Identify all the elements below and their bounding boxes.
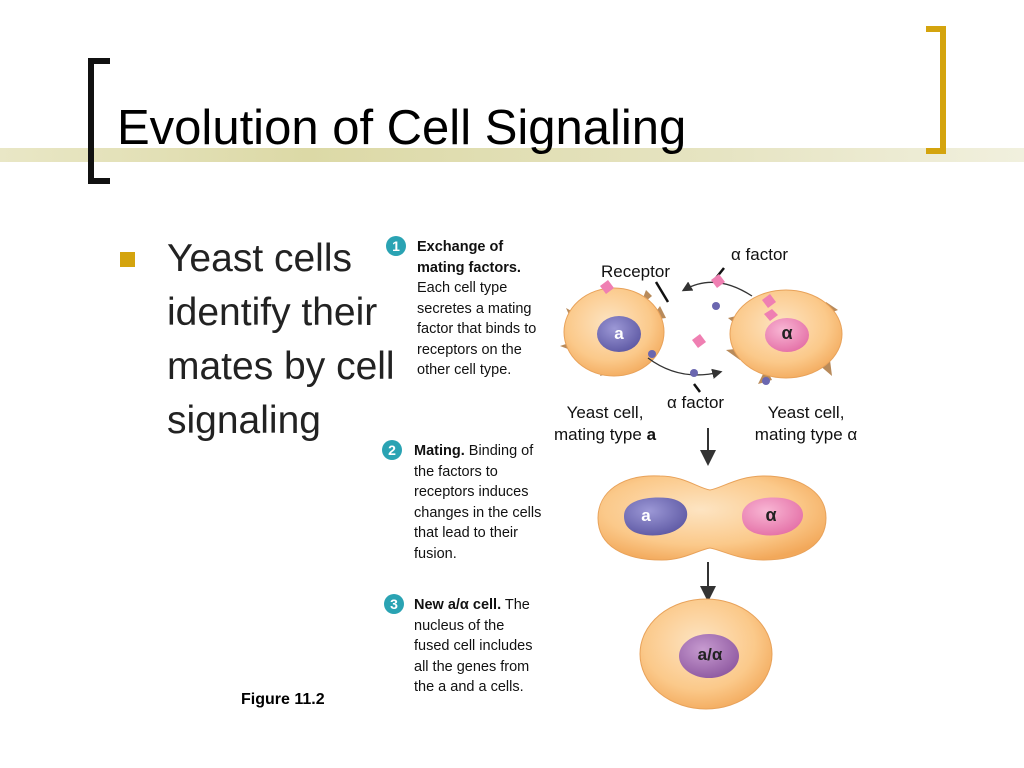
cell-alpha-label-line1: Yeast cell,: [767, 403, 845, 422]
figure-caption: Figure 11.2: [241, 691, 325, 708]
step-2-text: Mating. Binding of the factors to recept…: [414, 441, 546, 564]
step-1-heading: Exchange of mating factors.: [417, 239, 521, 276]
title-band: [0, 148, 1024, 162]
nucleus-alpha: [765, 318, 809, 352]
fusing-nucleus-a-text: a: [641, 506, 651, 525]
alpha-factor-pointer-bottom: [693, 383, 701, 393]
nucleus-a-text: a: [614, 324, 624, 343]
step-1-text: Exchange of mating factors. Each cell ty…: [417, 237, 547, 381]
nucleus-alpha-text: α: [781, 323, 793, 343]
alpha-factor-label-bottom: α factor: [667, 393, 725, 412]
right-bracket-decoration: [926, 26, 946, 154]
step-1-body: Each cell type secretes a mating factor …: [417, 280, 537, 378]
fused-nucleus: [679, 634, 739, 678]
nucleus-a: [597, 316, 641, 352]
step-2-number: 2: [382, 440, 402, 460]
cell-alpha-label-line2: mating type α: [754, 425, 858, 444]
fusing-nucleus-alpha: [742, 497, 804, 536]
cell-a-type: a: [646, 425, 657, 444]
fused-nucleus-text: a/α: [697, 645, 723, 664]
step-3-body: The nucleus of the fused cell includes a…: [414, 597, 533, 695]
a-factor-molecules: [648, 302, 770, 385]
cell-a-label: Yeast cell, mating type a: [544, 402, 666, 446]
receptor-label: Receptor: [601, 262, 670, 281]
cell-a-label-line2: mating type a: [544, 424, 666, 446]
receptor-pointer: [654, 281, 670, 303]
bullet-text: Yeast cells identify their mates by cell…: [167, 237, 395, 442]
fusing-nucleus-a: [624, 497, 688, 536]
alpha-factor-label-top: α factor: [731, 245, 789, 264]
step-3-heading: New a/α cell.: [414, 597, 502, 613]
left-bracket-decoration: [88, 58, 110, 184]
step-2-body: Binding of the factors to receptors indu…: [414, 443, 542, 562]
a-factor-arrow: [647, 357, 723, 379]
alpha-factor-molecules: [600, 274, 778, 348]
step-3-text: New a/α cell. The nucleus of the fused c…: [414, 595, 538, 698]
bullet-square-icon: [120, 252, 135, 267]
fusing-cells: [597, 475, 827, 561]
step-3-number: 3: [384, 594, 404, 614]
slide-title: Evolution of Cell Signaling: [117, 101, 687, 155]
cell-a-label-prefix: mating type: [553, 425, 647, 444]
cell-a-label-line1: Yeast cell,: [566, 403, 644, 422]
fusing-nucleus-alpha-text: α: [765, 505, 777, 525]
step-2-heading: Mating.: [414, 443, 465, 459]
cell-alpha-label: Yeast cell, mating type α: [744, 402, 868, 446]
step-1-number: 1: [386, 236, 406, 256]
